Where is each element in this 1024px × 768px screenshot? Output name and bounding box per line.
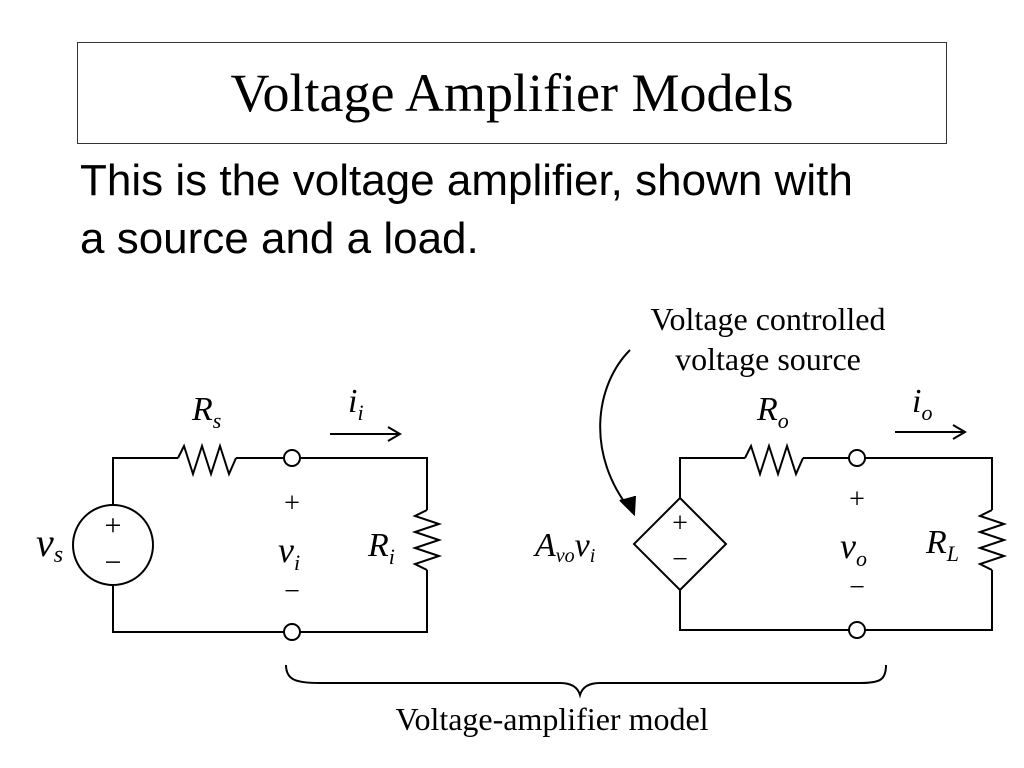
title-box: Voltage Amplifier Models: [77, 42, 947, 144]
ri-label: Ri: [367, 527, 395, 569]
slide-title: Voltage Amplifier Models: [230, 63, 794, 123]
body-line-2: a source and a load.: [80, 214, 479, 263]
vcvs-callout-line2: voltage source: [675, 341, 861, 377]
output-terminal-top: [848, 449, 866, 467]
input-wire-bottom-right: [300, 570, 428, 633]
input-terminal-top: [283, 449, 301, 467]
source-voltage-label: vs: [36, 520, 63, 568]
output-terminal-bottom: [848, 621, 866, 639]
vcvs-callout-line1: Voltage controlled: [651, 301, 886, 337]
body-text: This is the voltage amplifier, shown wit…: [80, 152, 1000, 268]
input-wire-bottom-left: [112, 585, 284, 633]
ii-label: ii: [348, 383, 364, 425]
source-plus: +: [105, 509, 122, 542]
model-brace: [285, 664, 887, 699]
vo-plus: +: [849, 484, 865, 515]
input-wire-top-right: [300, 457, 428, 510]
rs-label: Rs: [191, 391, 221, 433]
voltage-source: [72, 504, 154, 586]
output-wire-bottom-left: [679, 590, 849, 631]
vcvs-plus: +: [672, 508, 688, 539]
diagram-caption: Voltage-amplifier model: [395, 701, 708, 737]
rl-resistor: [976, 509, 1008, 571]
ii-arrow: [330, 426, 402, 442]
rl-label: RL: [925, 524, 959, 566]
output-wire-top-right: [865, 457, 993, 510]
vi-plus: +: [284, 488, 300, 519]
callout-arrowhead: [619, 495, 636, 517]
output-wire-bottom-right: [865, 570, 993, 631]
gain-label: Avovi: [533, 527, 595, 567]
io-label: io: [912, 383, 932, 425]
io-arrow: [895, 424, 967, 440]
vo-label: vo: [840, 526, 867, 571]
vi-label: vi: [278, 530, 300, 575]
ri-resistor: [411, 509, 443, 571]
vo-minus: −: [849, 572, 865, 603]
rs-resistor: [177, 442, 237, 478]
vcvs-minus: −: [672, 544, 688, 575]
callout-arrow: [599, 349, 633, 513]
dependent-source-diamond: [632, 496, 728, 592]
input-terminal-bottom: [283, 623, 301, 641]
vi-minus: −: [284, 576, 300, 607]
ro-label: Ro: [756, 391, 789, 433]
body-line-1: This is the voltage amplifier, shown wit…: [80, 156, 853, 205]
input-wire-top-left: [112, 457, 178, 505]
source-minus: −: [105, 546, 122, 579]
output-wire-top-left: [679, 457, 745, 498]
ro-resistor: [744, 442, 804, 478]
